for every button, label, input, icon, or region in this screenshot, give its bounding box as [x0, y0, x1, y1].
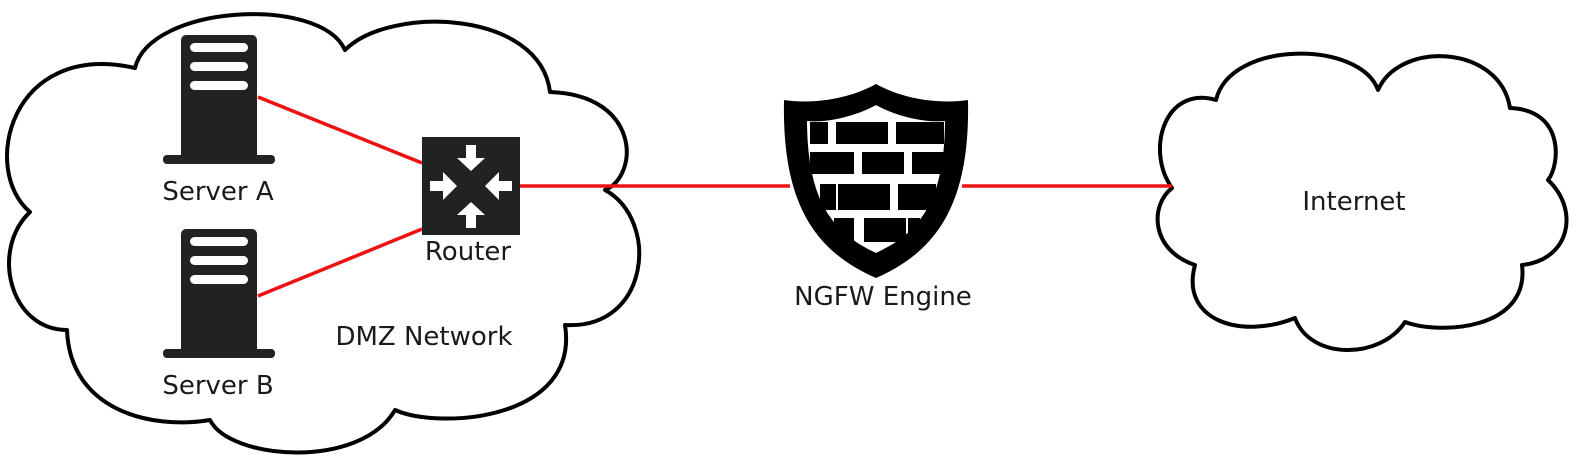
link-server-a-router: [257, 95, 423, 165]
link-server-b-router: [257, 227, 423, 298]
internet-cloud: [1155, 51, 1569, 352]
internet-label: Internet: [1302, 187, 1405, 217]
dmz-network-cloud: [5, 12, 642, 455]
router-icon: [422, 137, 520, 235]
router-label: Router: [425, 237, 511, 267]
firewall-shield-icon: [783, 84, 969, 278]
server-a-label: Server A: [162, 177, 274, 207]
ngfw-engine-label: NGFW Engine: [794, 282, 972, 312]
dmz-network-label: DMZ Network: [335, 322, 512, 352]
server-a-icon: [163, 35, 275, 164]
server-b-label: Server B: [162, 371, 273, 401]
server-b-icon: [163, 229, 275, 358]
